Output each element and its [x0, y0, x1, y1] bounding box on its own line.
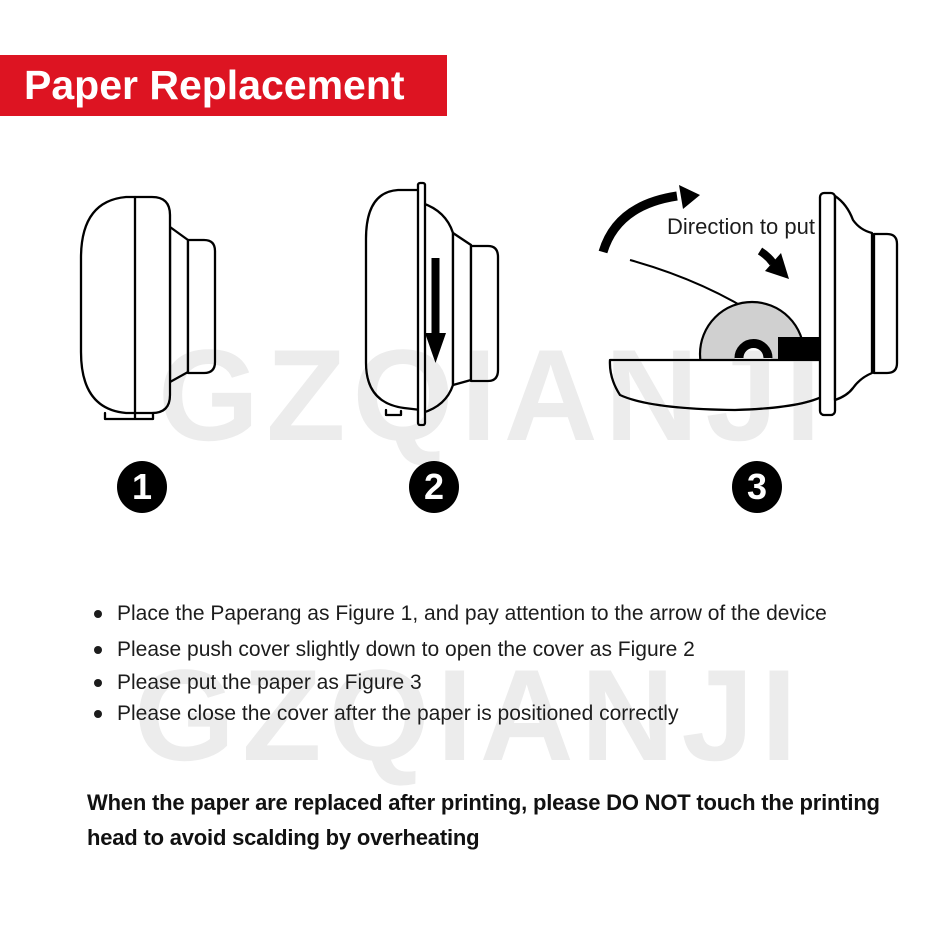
printer-body: [79, 195, 172, 415]
title-banner: Paper Replacement: [0, 55, 447, 116]
cover-knob: [469, 244, 500, 383]
warning-line-2: head to avoid scalding by overheating: [87, 825, 480, 850]
instruction-item-3: Please put the paper as Figure 3: [94, 671, 422, 694]
printer-push-cover-illustration: [364, 181, 500, 427]
bullet-icon: [94, 610, 102, 618]
figure-3-open-with-roll: Direction to put: [595, 182, 907, 432]
paper-roll-core-ring: [734, 339, 773, 359]
paper-slot: [778, 337, 827, 360]
instruction-text-3: Please put the paper as Figure 3: [117, 671, 422, 694]
cover-neck: [168, 225, 190, 384]
instruction-text-1: Place the Paperang as Figure 1, and pay …: [117, 602, 827, 625]
cover-step: [451, 231, 473, 387]
direction-to-put-label: Direction to put: [667, 214, 815, 239]
instruction-item-1: Place the Paperang as Figure 1, and pay …: [94, 602, 827, 625]
open-direction-arrow-icon: [598, 191, 678, 254]
instruction-item-2: Please push cover slightly down to open …: [94, 638, 695, 661]
step-number-2: 2: [409, 461, 459, 513]
insert-arrow-icon: [757, 247, 777, 266]
printer-body: [833, 194, 874, 402]
bullet-icon: [94, 679, 102, 687]
printer-body: [364, 188, 423, 412]
cover-knob: [872, 232, 899, 375]
cover-knob: [186, 238, 217, 375]
bullet-icon: [94, 646, 102, 654]
open-cover-tray: [608, 358, 829, 412]
step-number-1-label: 1: [131, 466, 153, 507]
figure-2-push-cover: [360, 181, 505, 433]
push-down-arrow-icon: [425, 258, 446, 363]
printer-open-illustration: Direction to put: [598, 185, 899, 417]
printer-closed-illustration: [79, 195, 217, 421]
step-number-2-label: 2: [423, 466, 445, 507]
front-plate: [818, 191, 837, 417]
instruction-item-4: Please close the cover after the paper i…: [94, 702, 679, 725]
printer-foot: [384, 408, 403, 417]
instruction-text-4: Please close the cover after the paper i…: [117, 702, 679, 725]
instruction-text-2: Please push cover slightly down to open …: [117, 638, 695, 661]
open-direction-arrowhead-icon: [679, 185, 700, 209]
step-number-3: 3: [732, 461, 782, 513]
warning-line-1: When the paper are replaced after printi…: [87, 790, 880, 815]
insert-arrowhead-icon: [765, 253, 789, 279]
front-plate: [416, 181, 427, 427]
step-number-3-label: 3: [746, 466, 768, 507]
page-title: Paper Replacement: [24, 62, 405, 108]
step-number-1: 1: [117, 461, 167, 513]
printer-feet: [103, 411, 155, 421]
figure-1-printer-closed: [76, 192, 218, 424]
bullet-icon: [94, 710, 102, 718]
